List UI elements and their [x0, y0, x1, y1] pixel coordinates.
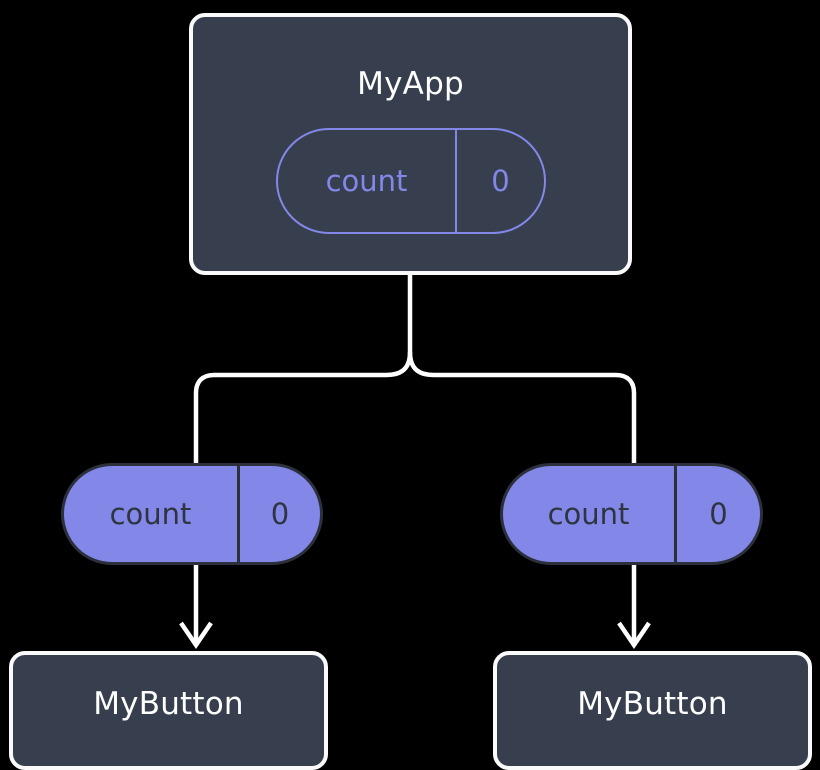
component-label-myapp: MyApp — [357, 66, 464, 102]
state-pill-value: 0 — [455, 130, 544, 232]
prop-pill-count-right[interactable]: count 0 — [500, 463, 763, 565]
edge-branch-to-right-pill — [407, 351, 637, 463]
state-pill-count[interactable]: count 0 — [276, 128, 546, 234]
arrowhead-right — [617, 621, 651, 649]
arrowhead-left — [179, 621, 213, 649]
component-node-mybutton-right[interactable]: MyButton — [493, 651, 812, 770]
state-pill-key: count — [325, 163, 408, 198]
component-node-mybutton-left[interactable]: MyButton — [9, 651, 328, 770]
component-label-mybutton: MyButton — [93, 686, 244, 722]
edge-branch-to-left-pill — [193, 351, 413, 463]
prop-pill-key: count — [547, 496, 630, 531]
component-label-mybutton: MyButton — [577, 686, 728, 722]
prop-pill-key: count — [109, 496, 192, 531]
prop-pill-count-left[interactable]: count 0 — [61, 463, 323, 565]
prop-pill-value: 0 — [237, 466, 320, 562]
prop-pill-value: 0 — [674, 466, 760, 562]
